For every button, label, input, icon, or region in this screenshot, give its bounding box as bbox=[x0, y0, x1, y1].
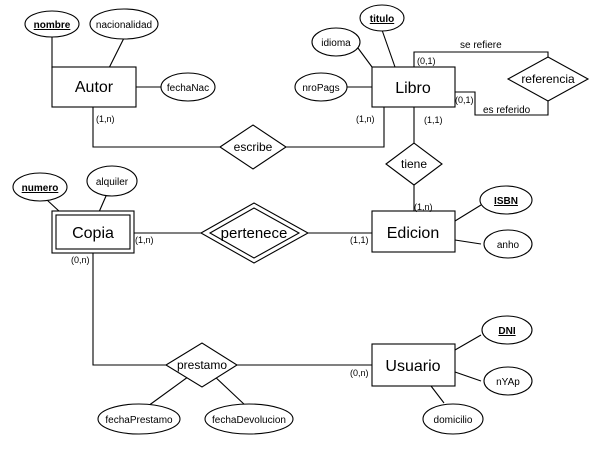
entity-edicion[interactable]: Edicion bbox=[371, 210, 456, 253]
entity-copia[interactable]: Copia bbox=[51, 210, 135, 254]
cardinality-copia-pertenece: (1,n) bbox=[135, 235, 154, 245]
attribute-nombre[interactable]: nombre bbox=[24, 10, 80, 38]
relationship-tiene-label: tiene bbox=[401, 157, 427, 171]
attribute-nacionalidad-label: nacionalidad bbox=[96, 20, 152, 31]
relationship-tiene[interactable]: tiene bbox=[385, 142, 443, 186]
connector-lines bbox=[46, 29, 549, 407]
relationship-prestamo[interactable]: prestamo bbox=[164, 342, 239, 388]
relationship-pertenece[interactable]: pertenece bbox=[199, 202, 310, 264]
cardinality-libro-escribe: (1,n) bbox=[356, 114, 375, 124]
attribute-fechaprestamo[interactable]: fechaPrestamo bbox=[97, 403, 181, 435]
attribute-anho-label: anho bbox=[497, 240, 520, 251]
attribute-nyap-label: nYAp bbox=[496, 377, 520, 388]
role-label-es-referido: es referido bbox=[483, 105, 531, 116]
attribute-alquiler[interactable]: alquiler bbox=[86, 165, 138, 197]
attribute-fechadevolucion-label: fechaDevolucion bbox=[212, 415, 286, 426]
attribute-titulo[interactable]: titulo bbox=[359, 4, 405, 32]
cardinality-libro-ref-bottom: (0,1) bbox=[455, 95, 474, 105]
cardinality-copia-prestamo: (0,n) bbox=[71, 255, 90, 265]
entity-usuario-label: Usuario bbox=[385, 358, 440, 375]
relationship-prestamo-label: prestamo bbox=[177, 358, 227, 372]
attribute-fechadevolucion[interactable]: fechaDevolucion bbox=[204, 403, 294, 435]
attribute-isbn[interactable]: ISBN bbox=[479, 185, 533, 215]
entity-libro-label: Libro bbox=[395, 80, 431, 97]
entity-autor[interactable]: Autor bbox=[51, 66, 137, 108]
attribute-fechaprestamo-label: fechaPrestamo bbox=[105, 415, 173, 426]
relationship-referencia-label: referencia bbox=[521, 72, 575, 86]
cardinality-edicion-tiene: (1,n) bbox=[414, 202, 433, 212]
entity-copia-label: Copia bbox=[72, 225, 114, 242]
attribute-dni-label: DNI bbox=[498, 326, 515, 337]
attribute-nombre-label: nombre bbox=[34, 20, 71, 31]
cardinality-usuario-prestamo: (0,n) bbox=[350, 368, 369, 378]
relationship-escribe[interactable]: escribe bbox=[219, 124, 287, 170]
attribute-titulo-label: titulo bbox=[370, 14, 394, 25]
attribute-nropags-label: nroPags bbox=[302, 83, 339, 94]
attribute-numero-label: numero bbox=[22, 183, 59, 194]
attribute-domicilio-label: domicilio bbox=[434, 415, 473, 426]
attribute-alquiler-label: alquiler bbox=[96, 177, 129, 188]
entity-usuario[interactable]: Usuario bbox=[371, 343, 456, 387]
attribute-dni[interactable]: DNI bbox=[481, 315, 533, 345]
attribute-domicilio[interactable]: domicilio bbox=[422, 403, 484, 435]
attribute-isbn-label: ISBN bbox=[494, 196, 518, 207]
attribute-nacionalidad[interactable]: nacionalidad bbox=[89, 8, 159, 40]
attribute-numero[interactable]: numero bbox=[12, 172, 68, 202]
attribute-anho[interactable]: anho bbox=[483, 229, 533, 259]
attribute-fechanac-label: fechaNac bbox=[167, 83, 209, 94]
cardinality-libro-tiene: (1,1) bbox=[424, 115, 443, 125]
role-label-se-refiere: se refiere bbox=[460, 40, 502, 51]
attribute-nyap[interactable]: nYAp bbox=[483, 366, 533, 396]
relationship-pertenece-label: pertenece bbox=[221, 225, 288, 242]
entity-edicion-label: Edicion bbox=[387, 225, 439, 242]
entity-libro[interactable]: Libro bbox=[371, 66, 456, 108]
attribute-nropags[interactable]: nroPags bbox=[294, 72, 348, 102]
cardinality-libro-ref-top: (0,1) bbox=[417, 56, 436, 66]
attribute-idioma[interactable]: idioma bbox=[311, 27, 361, 57]
entity-autor-label: Autor bbox=[75, 79, 114, 96]
attribute-fechanac[interactable]: fechaNac bbox=[160, 72, 216, 102]
cardinality-edicion-pertenece: (1,1) bbox=[350, 235, 369, 245]
attribute-idioma-label: idioma bbox=[321, 38, 351, 49]
relationship-referencia[interactable]: referencia bbox=[506, 56, 590, 102]
cardinality-autor-escribe: (1,n) bbox=[96, 114, 115, 124]
relationship-escribe-label: escribe bbox=[234, 140, 273, 154]
